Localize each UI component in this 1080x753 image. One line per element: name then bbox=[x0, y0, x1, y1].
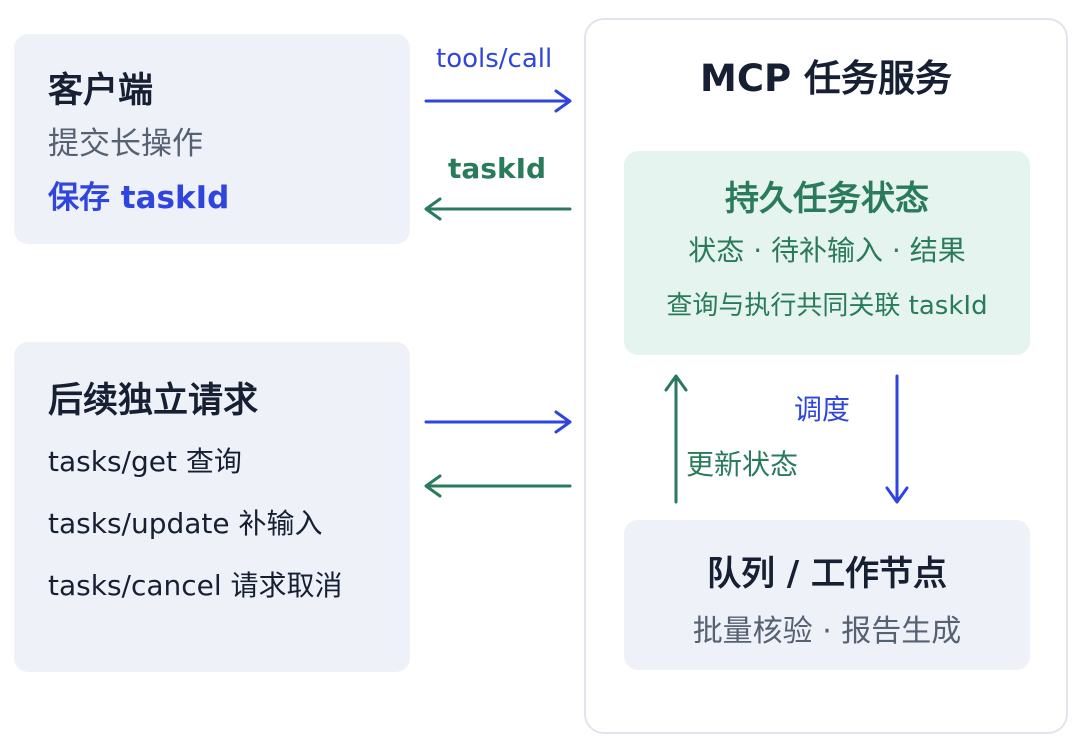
task-state-line-link: 查询与执行共同关联 taskId bbox=[666, 291, 988, 321]
update-state-arrow bbox=[664, 374, 688, 504]
followup-box: 后续独立请求 tasks/get 查询 tasks/update 补输入 tas… bbox=[14, 342, 410, 672]
queue-worker-title: 队列 / 工作节点 bbox=[706, 554, 948, 594]
client-line-taskid: 保存 taskId bbox=[48, 180, 230, 216]
task-state-box: 持久任务状态 状态 · 待补输入 · 结果 查询与执行共同关联 taskId bbox=[624, 151, 1030, 355]
client-line-submit: 提交长操作 bbox=[48, 126, 203, 162]
task-state-line-status: 状态 · 待补输入 · 结果 bbox=[688, 234, 966, 267]
queue-worker-line: 批量核验 · 报告生成 bbox=[692, 614, 962, 649]
schedule-arrow bbox=[885, 374, 909, 504]
taskid-return-label: taskId bbox=[448, 152, 547, 185]
queue-worker-box: 队列 / 工作节点 批量核验 · 报告生成 bbox=[624, 520, 1030, 670]
taskid-return-arrow bbox=[424, 197, 572, 221]
followup-response-arrow bbox=[424, 474, 572, 498]
followup-item-cancel: tasks/cancel 请求取消 bbox=[48, 569, 343, 602]
task-state-title: 持久任务状态 bbox=[725, 179, 929, 219]
followup-request-arrow bbox=[424, 410, 572, 434]
followup-item-update: tasks/update 补输入 bbox=[48, 507, 323, 540]
followup-title: 后续独立请求 bbox=[48, 381, 259, 421]
client-title: 客户端 bbox=[48, 71, 154, 111]
client-box: 客户端 提交长操作 保存 taskId bbox=[14, 34, 410, 244]
tools-call-label: tools/call bbox=[436, 44, 553, 74]
update-state-label: 更新状态 bbox=[686, 448, 799, 481]
mcp-server-title: MCP 任务服务 bbox=[700, 57, 952, 100]
tools-call-arrow bbox=[424, 89, 572, 113]
followup-item-get: tasks/get 查询 bbox=[48, 445, 242, 478]
schedule-label: 调度 bbox=[794, 393, 851, 426]
